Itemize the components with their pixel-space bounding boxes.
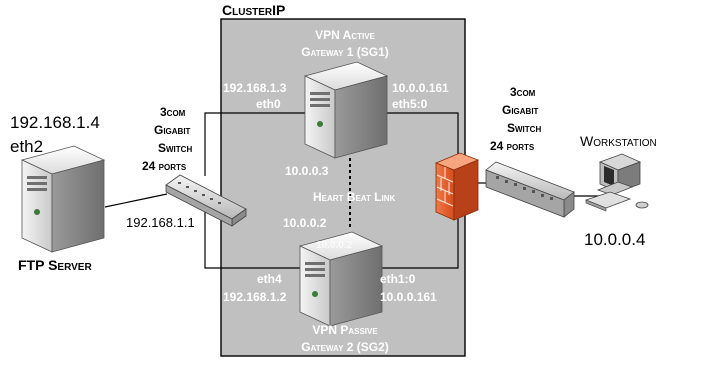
firewall-icon: [434, 152, 480, 221]
ftp-label: FTP Server: [18, 257, 92, 273]
link-ftp-to-switch: [104, 193, 168, 208]
sg2-ip-right: 10.0.0.161: [380, 290, 437, 304]
left-switch-line2: Gigabit: [154, 123, 191, 137]
sg1-ip-bottom: 10.0.0.3: [285, 164, 329, 178]
sg2-overlay-label: 10.0.0.2: [316, 240, 353, 251]
sg2-ip-left: 192.168.1.2: [223, 290, 287, 304]
server-sg2-icon: [298, 231, 384, 327]
heartbeat-label: Heart Beat Link: [313, 190, 396, 204]
sg1-label-line1: VPN Active: [315, 28, 375, 42]
right-switch-line4: 24 ports: [490, 139, 535, 153]
sg2-if-left: eth4: [257, 272, 282, 286]
workstation-label: Workstation: [580, 133, 657, 149]
workstation-ip: 10.0.0.4: [584, 230, 645, 249]
right-switch-line1: 3com: [510, 85, 536, 99]
right-switch-line2: Gigabit: [502, 103, 539, 117]
link-left-switch-to-sg2: [204, 209, 300, 269]
sg2-label-line2: Gateway 2 (SG2): [301, 340, 389, 354]
link-sg2-to-firewall: [372, 210, 459, 269]
right-switch-icon: [485, 161, 575, 218]
ftp-ip: 192.168.1.4: [10, 113, 100, 132]
sg1-if-right: eth5:0: [392, 97, 428, 111]
sg2-if-right: eth1:0: [380, 272, 416, 286]
sg2-ip-top: 10.0.0.2: [283, 216, 327, 230]
link-left-switch-to-sg1: [204, 112, 305, 176]
sg1-ip-right: 10.0.0.161: [392, 81, 449, 95]
cluster-title: ClusterIP: [222, 2, 285, 18]
sg2-label-line1: VPN Passive: [312, 323, 378, 337]
left-switch-line4: 24 ports: [142, 159, 187, 173]
left-switch-icon: [165, 174, 247, 227]
ftp-server-icon: [20, 145, 106, 253]
link-sg1-to-firewall: [372, 112, 459, 168]
sg1-if-left: eth0: [256, 97, 281, 111]
ftp-iface: eth2: [10, 137, 43, 156]
left-switch-line3: Switch: [158, 141, 192, 155]
left-switch-ip: 192.168.1.1: [126, 215, 195, 230]
sg1-ip-left: 192.168.1.3: [223, 81, 287, 95]
right-switch-line3: Switch: [507, 121, 541, 135]
server-sg1-icon: [303, 61, 389, 159]
workstation-icon: [584, 153, 649, 212]
sg1-label-line2: Gateway 1 (SG1): [301, 45, 389, 59]
left-switch-line1: 3com: [160, 105, 186, 119]
